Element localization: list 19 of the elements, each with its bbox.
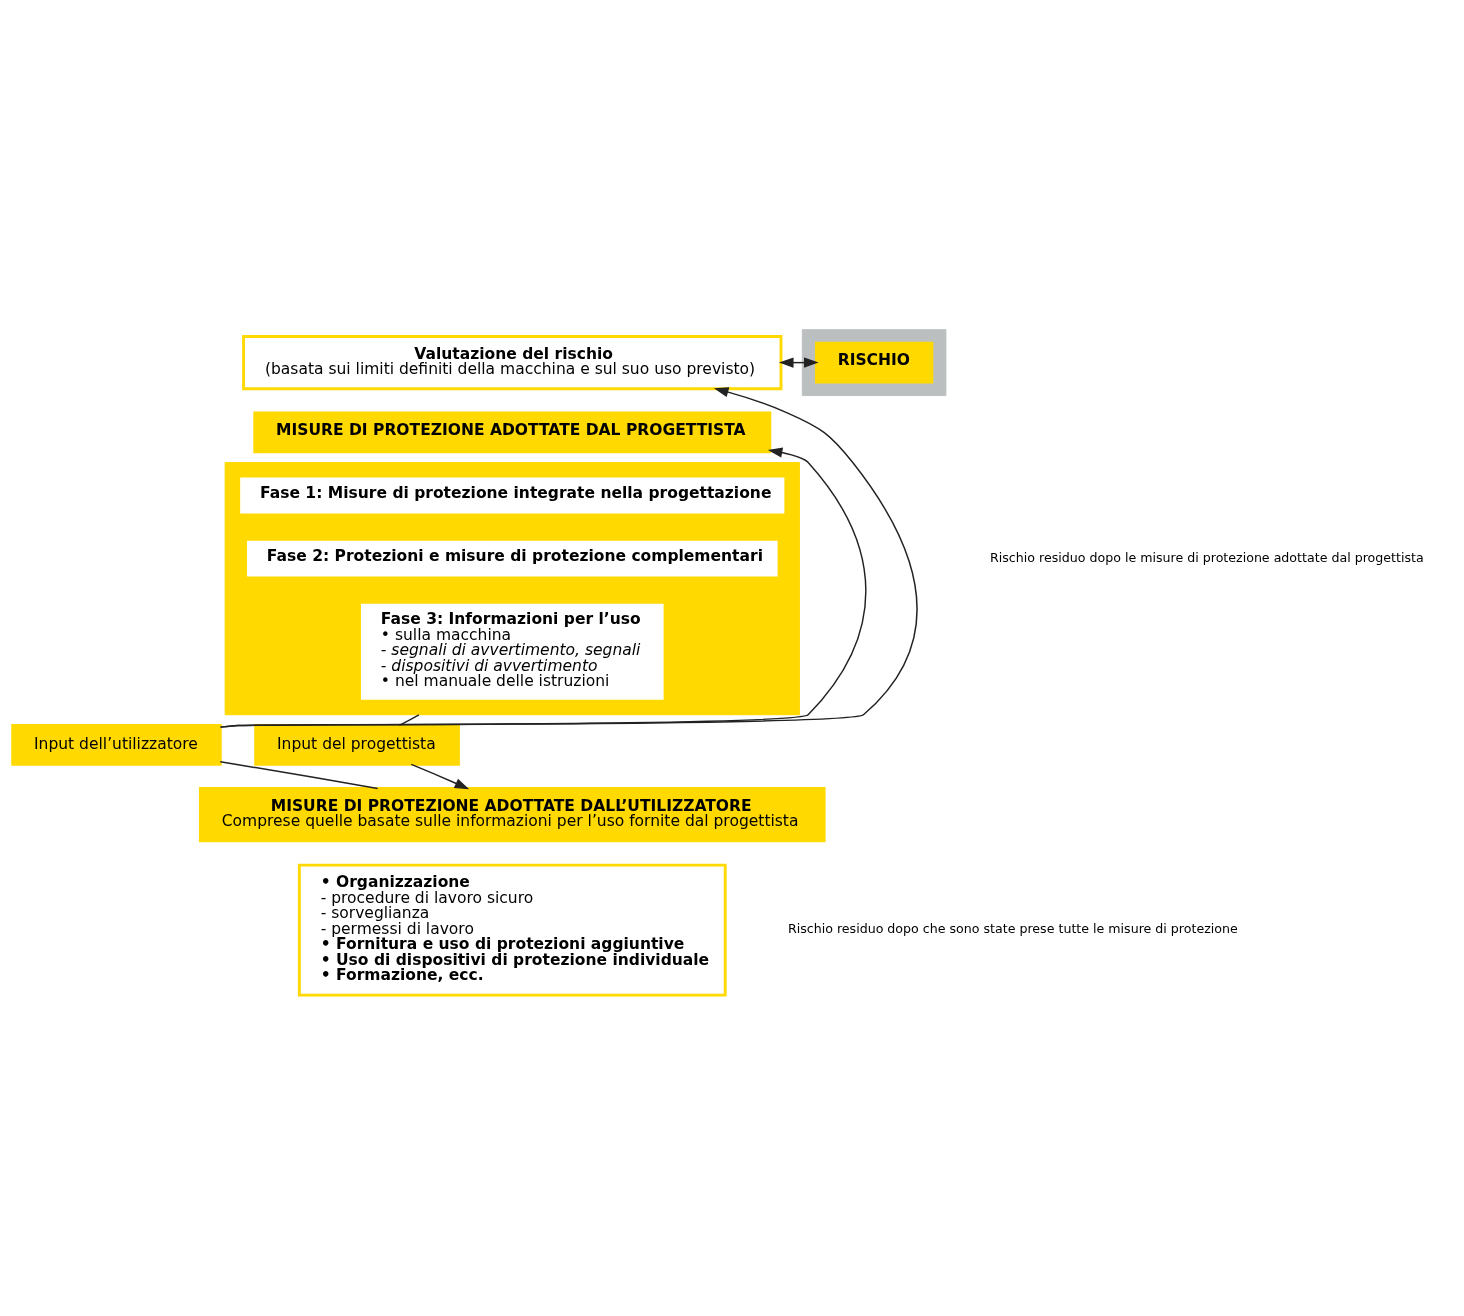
node-box: Fase 1: Misure di protezione integrate nella progettazione [237, 474, 788, 516]
cluster [224, 461, 800, 715]
connector [398, 713, 420, 726]
arrow [219, 386, 918, 728]
label: Rischio residuo dopo che sono state prese tutte le misure di protezione [787, 920, 1238, 936]
node-box: MISURE DI PROTEZIONE ADOTTATE DALL’UTILIZZATORE Comprese quelle basate sulle informazioni per l’uso fornite dal progettista [198, 786, 826, 842]
node-box: Input del progettista [254, 723, 460, 766]
node-box: Fase 2: Protezioni e misure di protezione complementari [244, 537, 781, 579]
arrow [778, 357, 819, 368]
node-box: RISCHIO [814, 341, 934, 383]
connector [219, 760, 379, 789]
arrow [219, 447, 867, 728]
node-box: MISURE DI PROTEZIONE ADOTTATE DAL PROGETTISTA [253, 411, 772, 453]
node-box: • Organizzazione - procedure di lavoro sicuro - sorveglianza - permessi di lavoro • Fornitura e uso di protezioni aggiuntive • Uso di dispositivi di protezione individuale • Formazione, ecc. [297, 863, 727, 997]
label: Rischio residuo dopo le misure di protezione adottate dal progettista [990, 549, 1424, 565]
node-box: Valutazione del rischio (basata sui limiti definiti della macchina e sul suo uso previsto) [242, 334, 783, 390]
node-box: Fase 3: Informazioni per l’uso • sulla macchina - segnali di avvertimento, segnali - dispositivi di avvertimento • nel manuale delle istruzioni [358, 600, 667, 703]
arrow [410, 763, 470, 789]
node-box: Input dell’utilizzatore [11, 723, 222, 766]
